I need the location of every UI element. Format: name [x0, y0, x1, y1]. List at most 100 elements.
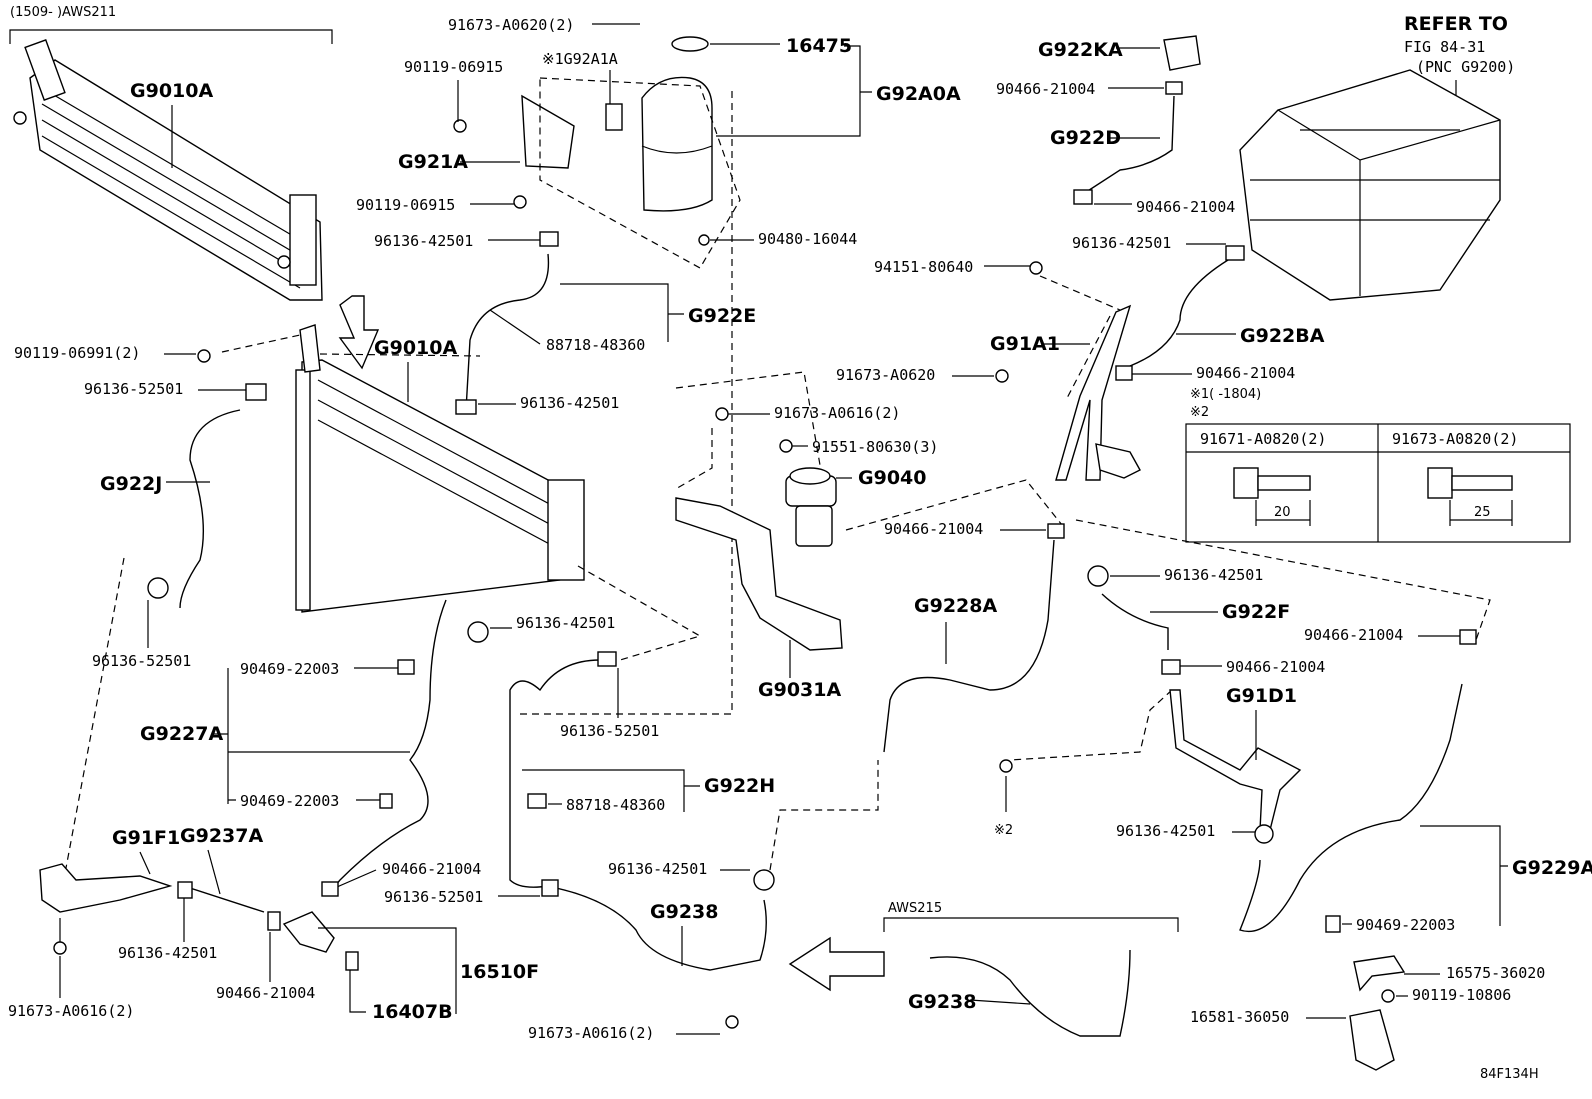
pipe-g91a1: [1055, 304, 1132, 481]
label-90119-06915-a: 90119-06915: [404, 58, 503, 76]
bolt-reference-table: 91671-A0820(2) 91673-A0820(2) 20 25: [1185, 423, 1571, 543]
sensor: [345, 951, 359, 971]
bracket-16575: [1353, 955, 1406, 992]
radiator-upper-drawing: [13, 39, 323, 301]
clamp: [177, 881, 193, 899]
leader: [349, 970, 366, 1013]
label-90469-22003-b: 90469-22003: [240, 792, 339, 810]
label-96136-42501-e: 96136-42501: [608, 860, 707, 878]
label-91673-a0620-2: 91673-A0620(2): [448, 16, 574, 34]
label-g91d1: G91D1: [1226, 685, 1297, 707]
nut: [1029, 261, 1043, 275]
label-91673-a0616-2-b: 91673-A0616(2): [528, 1024, 654, 1042]
leader: [139, 851, 151, 875]
pipe-g91d1: [1169, 689, 1302, 831]
label-90466-21004-e: 90466-21004: [1196, 364, 1295, 382]
label-96136-52501-d: 96136-52501: [384, 888, 483, 906]
label-90119-06991-2: 90119-06991(2): [14, 344, 140, 362]
label-g91f1: G91F1: [112, 827, 180, 849]
clamp: [597, 651, 617, 667]
bolt: [53, 941, 67, 955]
reservoir-drawing: [453, 36, 713, 246]
label-88718-48360-b: 88718-48360: [566, 796, 665, 814]
guide-dashed: [221, 86, 733, 715]
label-90466-21004-f: 90466-21004: [884, 520, 983, 538]
label-96136-52501-a: 96136-52501: [84, 380, 183, 398]
label-g922e: G922E: [688, 305, 756, 327]
clip: [1325, 915, 1341, 933]
bolt-table-col2-header: 91673-A0820(2): [1392, 430, 1518, 448]
clamp: [147, 577, 169, 599]
clamp: [1073, 189, 1093, 205]
label-96136-42501-b: 96136-42501: [520, 394, 619, 412]
label-96136-42501-f: 96136-42501: [1072, 234, 1171, 252]
label-16475: 16475: [786, 35, 852, 57]
label-g9010a-top: G9010A: [130, 80, 213, 102]
clamp: [1254, 824, 1274, 844]
label-90119-10806: 90119-10806: [1412, 986, 1511, 1004]
leader: [318, 927, 457, 1014]
label-91673-a0616-2-a: 91673-A0616(2): [8, 1002, 134, 1020]
label-94151-80640: 94151-80640: [874, 258, 973, 276]
guide-dashed: [59, 557, 125, 901]
leader: [969, 999, 1031, 1005]
label-g9040: G9040: [858, 467, 926, 489]
guide-dashed: [673, 371, 827, 501]
label-g91a1: G91A1: [990, 333, 1060, 355]
label-g922h: G922H: [704, 775, 775, 797]
hose-g922e: [465, 253, 550, 411]
label-g9227a: G9227A: [140, 723, 223, 745]
clamp: [539, 231, 559, 247]
label-88718-48360-a: 88718-48360: [546, 336, 645, 354]
leader: [214, 668, 410, 804]
label-16407b: 16407B: [372, 1001, 453, 1023]
hose-g9237a: [189, 887, 265, 913]
label-aws215: AWS215: [888, 901, 942, 916]
label-g922ka: G922KA: [1038, 39, 1123, 61]
bolt: [715, 407, 729, 421]
label-91673-a0616-2-c: 91673-A0616(2): [774, 404, 900, 422]
pipe-g91f1: [39, 863, 173, 913]
hose-g922h: [509, 659, 601, 888]
clip: [397, 659, 415, 675]
radiator-lower-drawing: [295, 295, 585, 613]
sensor-16581: [1349, 1009, 1395, 1071]
label-96136-42501-g: 96136-42501: [1164, 566, 1263, 584]
refer-to-line3: (PNC G9200): [1416, 58, 1515, 76]
guide-dashed: [769, 760, 879, 871]
clamp: [1087, 565, 1109, 587]
tee-16510f: [282, 911, 335, 953]
label-96136-42501-a: 96136-42501: [374, 232, 473, 250]
label-90466-21004-g: 90466-21004: [1304, 626, 1403, 644]
bolt: [779, 439, 793, 453]
clamp: [541, 879, 559, 897]
bolt-table-col1-header: 91671-A0820(2): [1200, 430, 1326, 448]
refer-to-line1: REFER TO: [1404, 13, 1508, 35]
pipe-g9238-main: [555, 887, 767, 971]
note-1: ※1( -1804): [1190, 387, 1261, 402]
label-91673-a0620: 91673-A0620: [836, 366, 935, 384]
label-90469-22003-a: 90469-22003: [240, 660, 339, 678]
guide-dashed: [1039, 275, 1121, 401]
bolt-table-col1-length: 20: [1274, 505, 1291, 520]
clamp: [1047, 523, 1065, 539]
leader: [522, 769, 700, 812]
label-g9238-a: G9238: [650, 901, 718, 923]
label-g92a1a: ※1G92A1A: [542, 50, 618, 68]
bolt: [999, 759, 1013, 773]
label-91551-80630-3: 91551-80630(3): [812, 438, 938, 456]
inverter-drawing: [1239, 69, 1501, 301]
label-90469-22003-c: 90469-22003: [1356, 916, 1455, 934]
clip: [527, 793, 547, 809]
label-g921a: G921A: [398, 151, 468, 173]
label-16575-36020: 16575-36020: [1446, 964, 1545, 982]
label-g922ba: G922BA: [1240, 325, 1325, 347]
note-2b: ※2: [994, 823, 1013, 838]
label-g9238-b: G9238: [908, 991, 976, 1013]
clamp: [267, 911, 281, 931]
refer-to-line2: FIG 84-31: [1404, 38, 1485, 56]
clamp: [753, 869, 775, 891]
guide-dashed: [845, 479, 1491, 761]
